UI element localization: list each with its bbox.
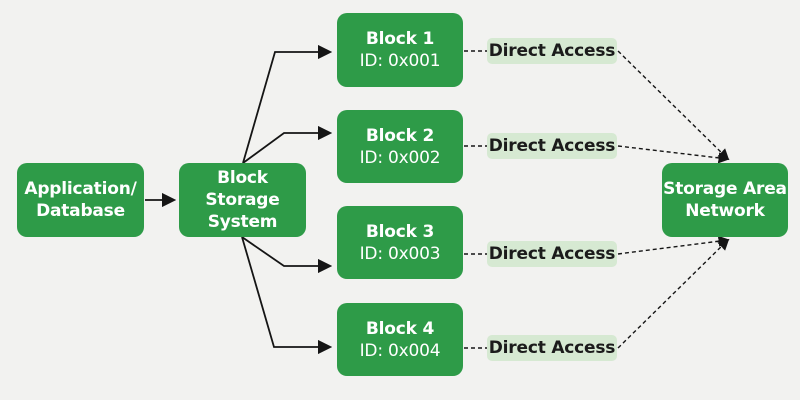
node-storage-area-network: Storage Area Network bbox=[662, 163, 788, 237]
node-label-line: Application/ bbox=[24, 179, 137, 199]
direct-access-label-2: Direct Access bbox=[487, 133, 617, 159]
block-title: Block 3 bbox=[365, 221, 435, 242]
dash-label-3-to-san bbox=[617, 235, 730, 255]
node-block-4: Block 4 ID: 0x004 bbox=[337, 303, 463, 376]
block-title: Block 1 bbox=[365, 29, 435, 49]
node-label-line: Block Storage bbox=[205, 168, 280, 210]
block-id: ID: 0x002 bbox=[359, 147, 441, 168]
node-block-1: Block 1 ID: 0x001 bbox=[337, 13, 463, 87]
node-block-storage-system: Block Storage System bbox=[179, 163, 306, 237]
dash-label-2-to-san bbox=[617, 145, 730, 164]
dash-label-4-to-san bbox=[617, 238, 730, 349]
node-label-line: Network bbox=[685, 201, 765, 221]
block-title: Block 4 bbox=[365, 318, 435, 339]
node-application-database: Application/ Database bbox=[17, 163, 144, 237]
node-block-3: Block 3 ID: 0x003 bbox=[337, 206, 463, 279]
direct-access-label-4: Direct Access bbox=[487, 335, 617, 361]
arrow-block-storage-to-block-4 bbox=[241, 236, 333, 355]
direct-access-label-1: Direct Access bbox=[487, 38, 617, 64]
dash-label-1-to-san bbox=[617, 50, 730, 161]
node-label-line: Storage Area bbox=[663, 179, 787, 199]
block-id: ID: 0x004 bbox=[359, 340, 441, 361]
node-block-2: Block 2 ID: 0x002 bbox=[337, 110, 463, 183]
arrow-block-storage-to-block-3 bbox=[241, 236, 333, 274]
block-title: Block 2 bbox=[365, 125, 435, 146]
arrow-block-storage-to-block-2 bbox=[242, 125, 333, 164]
block-id: ID: 0x001 bbox=[359, 51, 441, 71]
block-id: ID: 0x003 bbox=[359, 243, 441, 264]
direct-access-label-3: Direct Access bbox=[487, 241, 617, 267]
node-label-line: Database bbox=[36, 201, 125, 221]
arrow-block-storage-to-block-1 bbox=[242, 44, 333, 164]
node-label-line: System bbox=[207, 212, 278, 232]
